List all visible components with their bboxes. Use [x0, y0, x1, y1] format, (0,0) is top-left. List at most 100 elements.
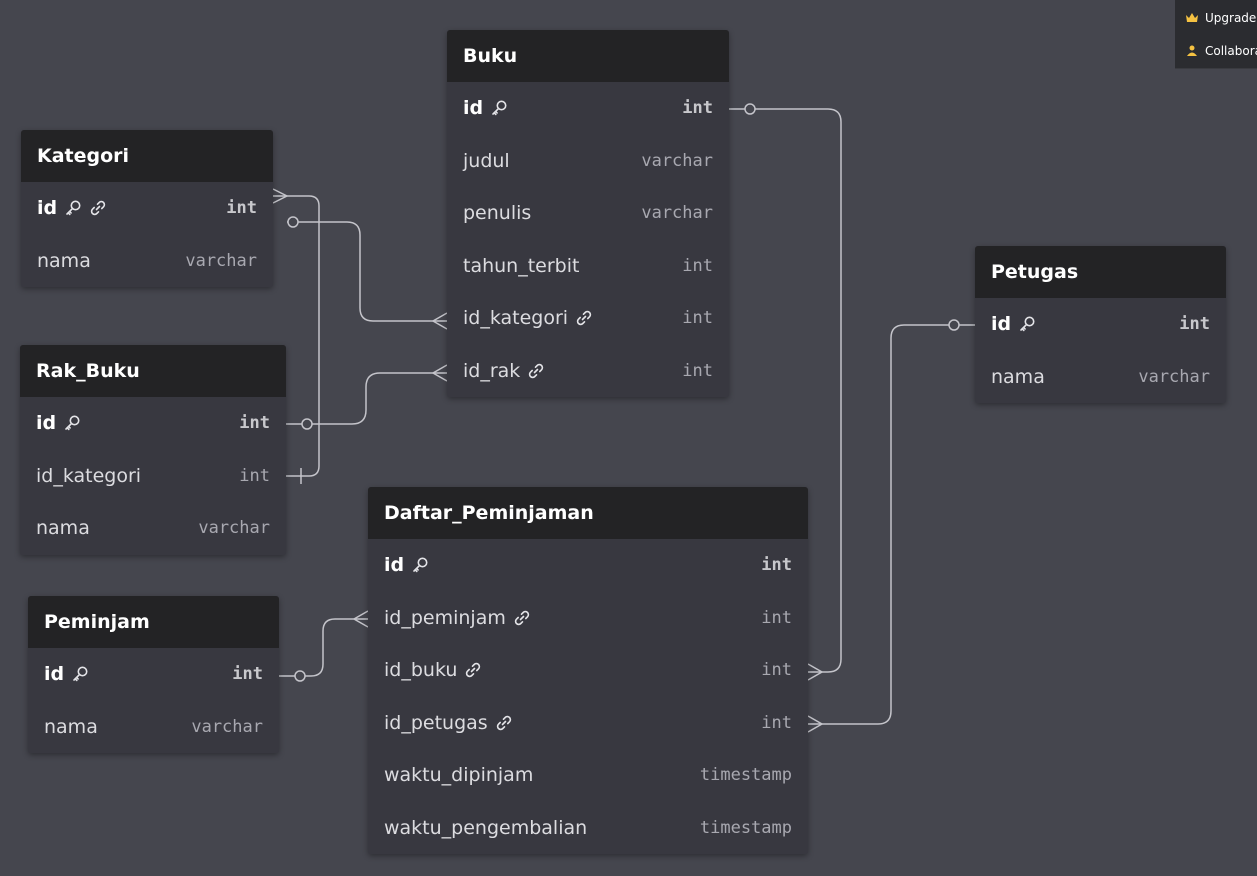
primary-key-icon	[63, 414, 81, 432]
column-row-id-buku[interactable]: id_buku int	[368, 644, 808, 697]
column-row-id-kategori[interactable]: id_kategori int	[20, 450, 286, 503]
column-row-id-kategori[interactable]: id_kategori int	[447, 292, 729, 345]
column-type: int	[682, 308, 713, 329]
column-name: nama	[44, 715, 98, 738]
column-type: varchar	[198, 518, 270, 539]
column-type: varchar	[641, 203, 713, 224]
column-name: waktu_pengembalian	[384, 816, 588, 839]
column-left: id_peminjam	[384, 607, 531, 629]
relation-petugas-daftar-peminjaman	[808, 324, 975, 725]
column-type: int	[761, 712, 792, 733]
column-row-id[interactable]: id int	[20, 397, 286, 450]
column-left: tahun_terbit	[463, 255, 579, 277]
relation-one-marker	[744, 103, 756, 115]
primary-key-icon	[71, 665, 89, 683]
column-name: nama	[36, 517, 90, 540]
column-row-nama[interactable]: nama varchar	[28, 701, 279, 754]
column-left: id_petugas	[384, 712, 513, 734]
column-type: int	[226, 198, 257, 219]
column-left: id_buku	[384, 659, 482, 681]
column-row-id[interactable]: id int	[447, 82, 729, 135]
column-type: varchar	[191, 716, 263, 737]
column-type: int	[239, 465, 270, 486]
column-left: id	[463, 97, 508, 119]
column-type: timestamp	[699, 817, 792, 838]
column-name: id	[37, 197, 58, 220]
column-left: id	[44, 663, 89, 685]
column-name: judul	[463, 149, 510, 172]
column-left: nama	[44, 716, 98, 738]
column-name: id	[44, 663, 65, 686]
column-row-penulis[interactable]: penulis varchar	[447, 187, 729, 240]
foreign-key-link-icon	[495, 714, 513, 732]
column-type: int	[239, 413, 270, 434]
column-name: nama	[37, 249, 91, 272]
column-left: id	[37, 197, 107, 219]
column-left: penulis	[463, 202, 531, 224]
column-row-id[interactable]: id int	[368, 539, 808, 592]
relation-many-marker	[431, 312, 448, 330]
column-left: waktu_dipinjam	[384, 764, 533, 786]
column-name: id	[991, 313, 1012, 336]
table-header: Peminjam	[28, 596, 279, 648]
column-type: int	[682, 98, 713, 119]
primary-key-icon	[64, 199, 82, 217]
column-name: penulis	[463, 202, 532, 225]
column-type: varchar	[1138, 366, 1210, 387]
table-header: Kategori	[21, 130, 273, 182]
collaborate-label: Collabora	[1205, 43, 1257, 58]
primary-key-icon	[1018, 315, 1036, 333]
column-row-nama[interactable]: nama varchar	[20, 502, 286, 555]
column-row-id[interactable]: id int	[28, 648, 279, 701]
column-type: int	[1179, 314, 1210, 335]
relation-many-marker	[807, 663, 824, 681]
table-peminjam[interactable]: Peminjam id int nama varchar	[28, 596, 279, 753]
column-left: nama	[37, 250, 91, 272]
relation-many-marker	[352, 610, 369, 628]
column-row-id-petugas[interactable]: id_petugas int	[368, 697, 808, 750]
column-name: tahun_terbit	[463, 254, 580, 277]
relation-many-marker	[807, 715, 824, 733]
column-left: id_kategori	[463, 307, 593, 329]
column-left: id_kategori	[36, 465, 141, 487]
column-row-waktu-pengembalian[interactable]: waktu_pengembalian timestamp	[368, 802, 808, 855]
column-type: int	[761, 660, 792, 681]
column-type: int	[682, 255, 713, 276]
column-type: int	[232, 664, 263, 685]
relation-many-marker	[431, 364, 448, 382]
column-name: id_peminjam	[384, 606, 506, 629]
column-row-id-peminjam[interactable]: id_peminjam int	[368, 592, 808, 645]
crown-icon	[1185, 11, 1199, 25]
column-row-id[interactable]: id int	[21, 182, 273, 235]
column-left: nama	[991, 366, 1045, 388]
relation-buku-daftar-peminjaman	[729, 108, 842, 673]
column-type: int	[761, 555, 792, 576]
column-row-tahun-terbit[interactable]: tahun_terbit int	[447, 240, 729, 293]
upgrade-label: Upgrade	[1205, 10, 1257, 25]
column-type: int	[682, 360, 713, 381]
column-row-nama[interactable]: nama varchar	[975, 351, 1226, 404]
column-left: waktu_pengembalian	[384, 817, 587, 839]
column-left: id	[384, 554, 429, 576]
collaborate-button[interactable]: Collabora	[1175, 33, 1257, 69]
relation-many-marker	[272, 188, 289, 204]
column-name: nama	[991, 365, 1045, 388]
upgrade-button[interactable]: Upgrade	[1175, 0, 1257, 36]
relation-one-marker	[948, 319, 960, 331]
column-name: id	[36, 412, 57, 435]
foreign-key-link-icon	[513, 609, 531, 627]
primary-key-icon	[411, 556, 429, 574]
column-row-id[interactable]: id int	[975, 298, 1226, 351]
foreign-key-link-icon	[527, 362, 545, 380]
column-type: int	[761, 607, 792, 628]
